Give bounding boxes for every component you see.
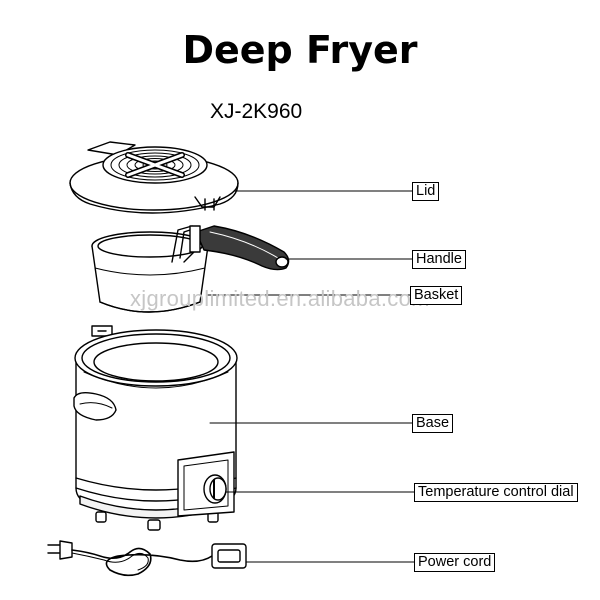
base-part bbox=[73, 325, 238, 531]
lid-vent-grille bbox=[110, 149, 200, 181]
watermark-text: xjgrouplimited.en.alibaba.com bbox=[130, 286, 430, 311]
handle-part bbox=[189, 225, 290, 271]
callout-handle: Handle bbox=[412, 250, 466, 269]
temperature-dial-part bbox=[203, 474, 227, 504]
callout-temperature-dial: Temperature control dial bbox=[414, 483, 578, 502]
power-cord-part bbox=[47, 540, 247, 577]
leader-lines bbox=[207, 190, 416, 563]
page-title: Deep Fryer bbox=[182, 28, 418, 72]
basket-part bbox=[91, 225, 209, 313]
callout-lid: Lid bbox=[412, 182, 440, 201]
callout-power-cord: Power cord bbox=[414, 553, 496, 572]
callout-basket: Basket bbox=[410, 286, 463, 305]
model-number: XJ-2K960 bbox=[210, 100, 303, 123]
lid-part bbox=[69, 141, 239, 214]
callout-base: Base bbox=[412, 414, 454, 433]
